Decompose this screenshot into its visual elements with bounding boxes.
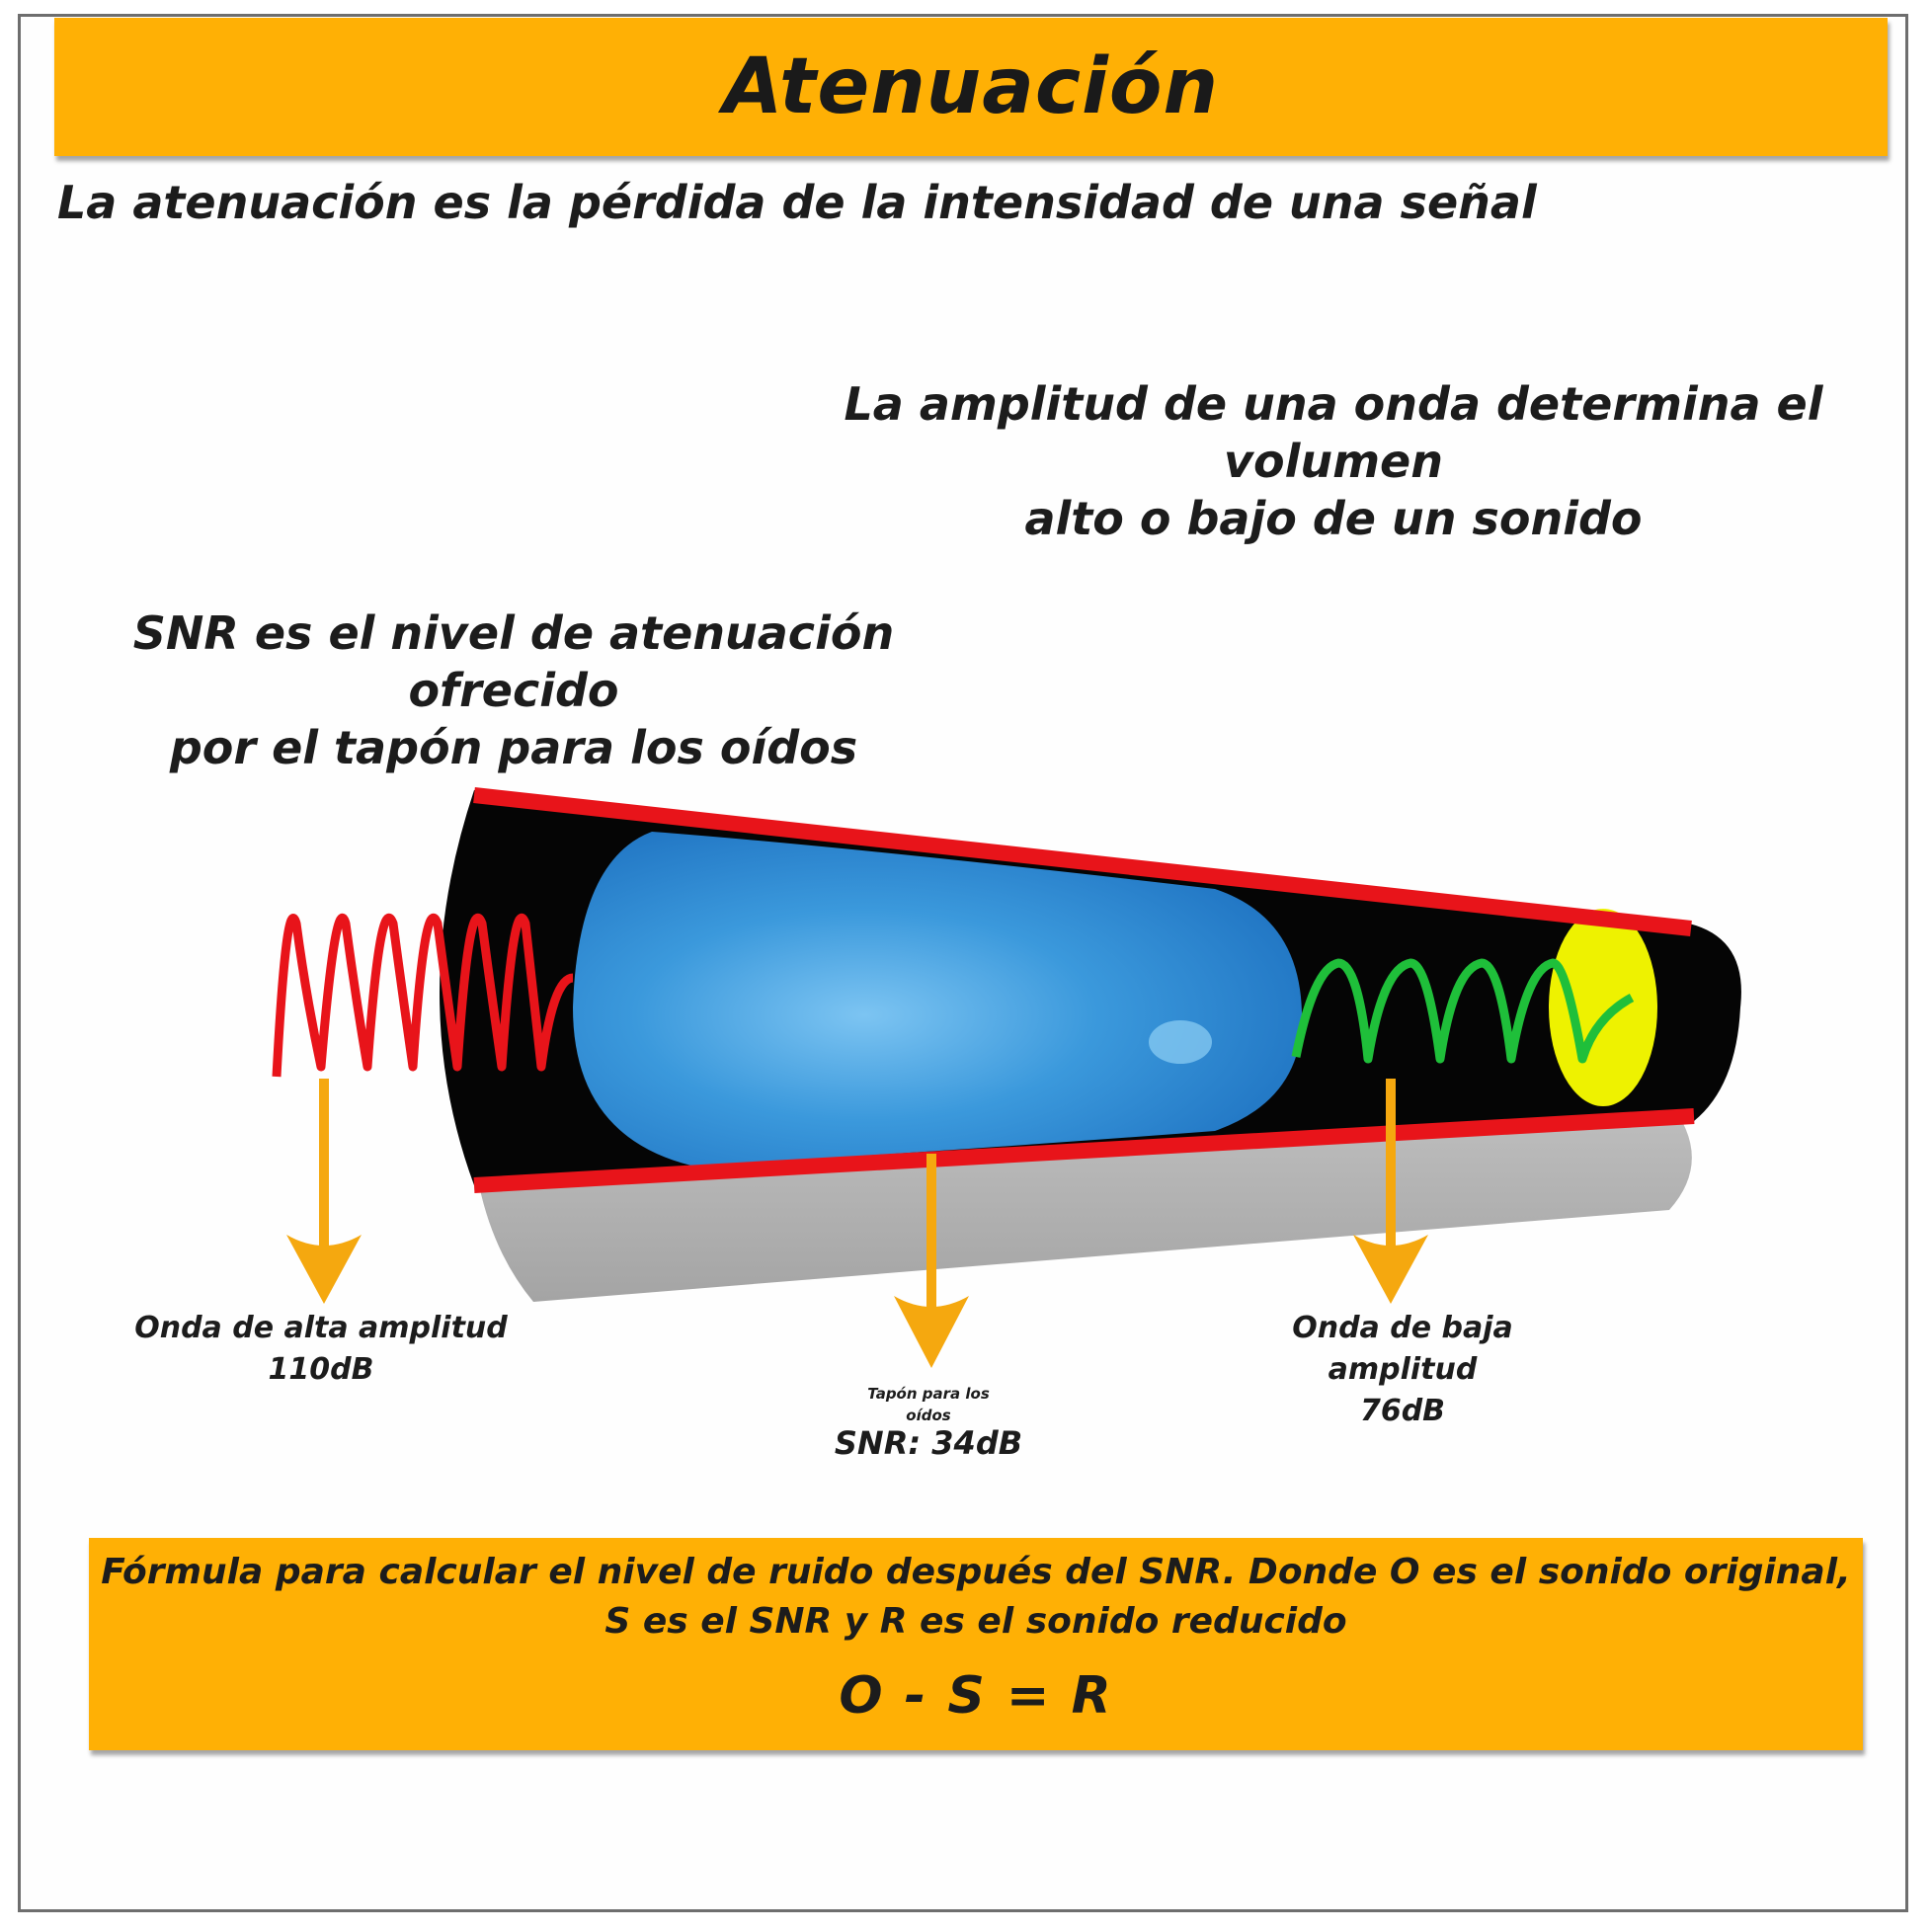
amplitude-note: La amplitud de una onda determina el vol… [780,375,1887,547]
low-amplitude-name: Onda de baja amplitud [1292,1311,1513,1387]
low-amplitude-label: Onda de baja amplitud 76dB [1215,1308,1590,1432]
earplug-name: Tapón para los oídos [867,1385,990,1424]
earplug-highlight [1149,1020,1212,1064]
high-amplitude-name: Onda de alta amplitud [134,1311,508,1345]
low-amplitude-wave [1291,958,1635,1064]
snr-note-line1: SNR es el nivel de atenuación ofrecido [132,606,895,717]
arrow-high [286,1079,362,1304]
arrow-plug [894,1154,969,1368]
earplug-snr-value: SNR: 34dB [834,1424,1023,1462]
page-title: Atenuación [722,42,1220,131]
intro-text: La atenuación es la pérdida de la intens… [57,176,1537,229]
eardrum [1549,909,1657,1106]
high-amplitude-label: Onda de alta amplitud 110dB [109,1308,533,1391]
snr-note: SNR es el nivel de atenuación ofrecido p… [59,604,968,776]
title-banner: Atenuación [54,18,1888,156]
canal-top-border [473,787,1692,936]
formula-description: Fórmula para calcular el nivel de ruido … [101,1552,1851,1642]
low-amplitude-value: 76dB [1359,1394,1446,1428]
formula-equation: O - S = R [839,1666,1113,1726]
high-amplitude-value: 110dB [268,1352,374,1387]
arrow-low [1353,1079,1428,1304]
amplitude-note-line2: alto o bajo de un sonido [1024,492,1643,545]
high-amplitude-wave [272,913,574,1078]
earplug [573,832,1303,1166]
canal-bottom-border [473,1108,1695,1193]
formula-box: Fórmula para calcular el nivel de ruido … [89,1538,1863,1750]
amplitude-note-line1: La amplitud de una onda determina el vol… [844,377,1823,488]
snr-note-line2: por el tapón para los oídos [169,721,858,774]
